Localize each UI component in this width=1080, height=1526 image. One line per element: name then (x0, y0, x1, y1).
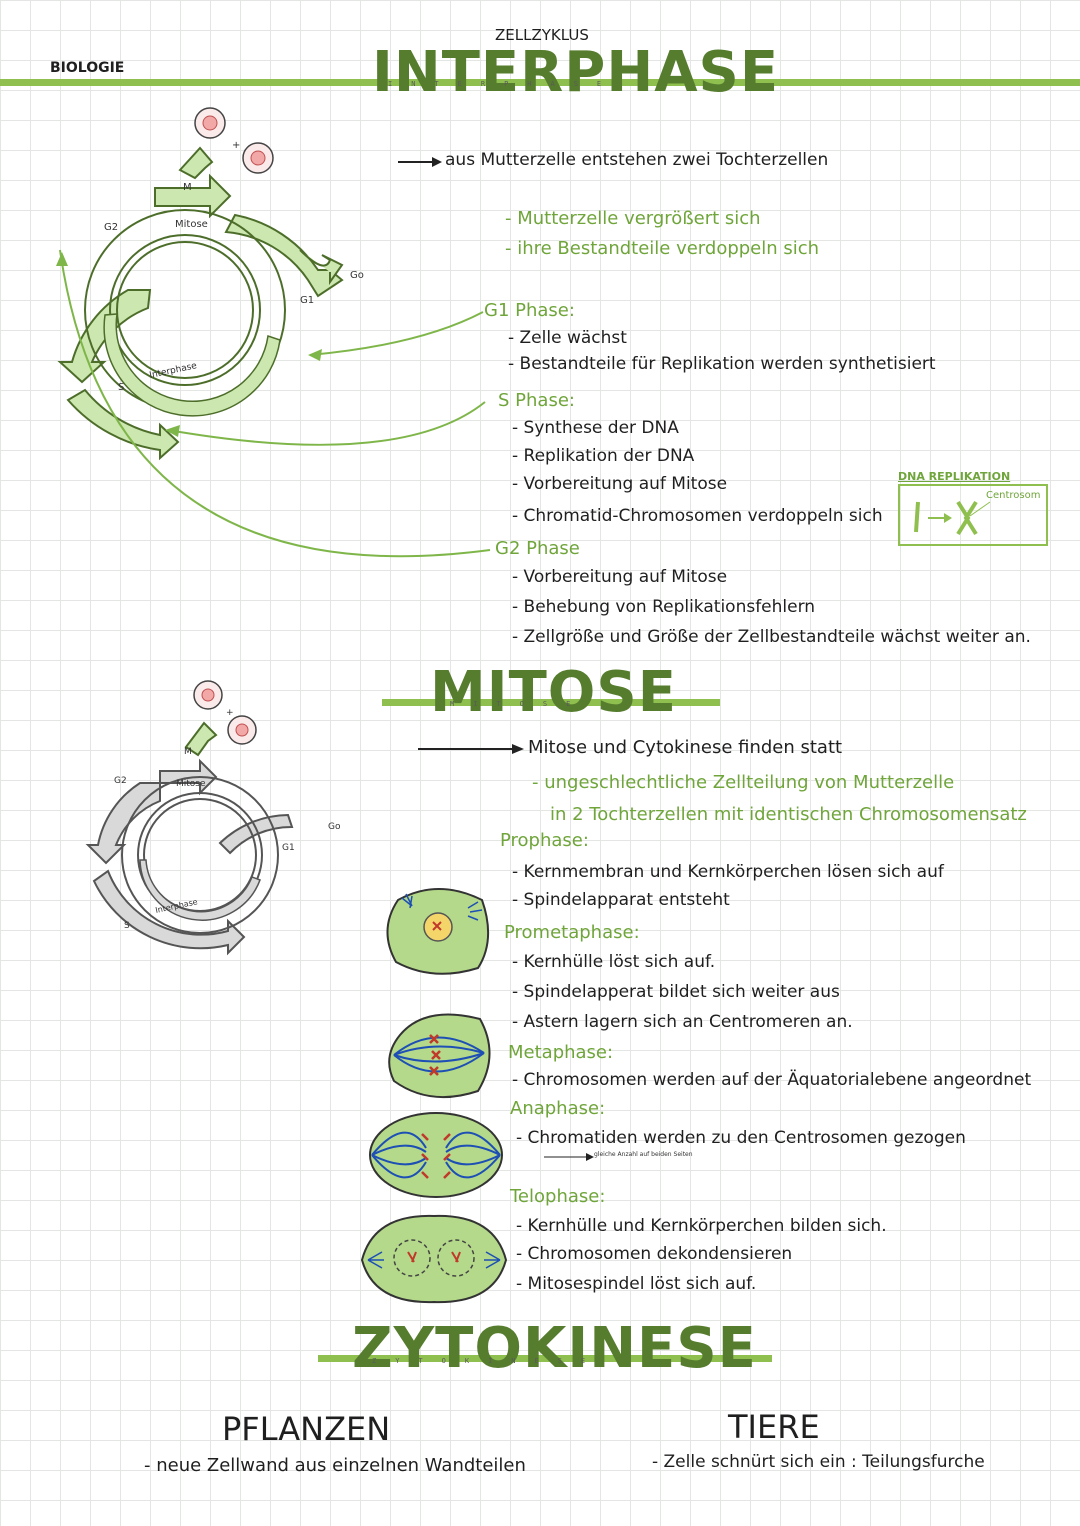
zytokinese-title: ZYTOKINESE (352, 1316, 757, 1381)
tiere-text: - Zelle schnürt sich ein : Teilungsfurch… (652, 1452, 985, 1472)
cell-cycle-diagram: M G2 Mitose G1 Go S Interphase + (57, 107, 364, 461)
dna-replication-box: Centrosom (898, 484, 1048, 546)
svg-text:Go: Go (350, 270, 364, 281)
svg-text:S: S (124, 921, 130, 931)
header-rule (0, 79, 1080, 86)
cycle-inner-ring-2 (116, 241, 254, 379)
s-item-3: - Vorbereitung auf Mitose (512, 474, 728, 494)
anaphase-note: gleiche Anzahl auf beiden Seiten (594, 1151, 693, 1158)
telophase-item-3: - Mitosespindel löst sich auf. (516, 1274, 757, 1294)
m-arrow (154, 173, 232, 219)
metaphase-item-1: - Chromosomen werden auf der Äquatoriale… (512, 1070, 1032, 1090)
svg-text:Go: Go (328, 822, 341, 832)
prometaphase-item-1: - Kernhülle löst sich auf. (512, 952, 716, 972)
svg-text:Mitose: Mitose (175, 219, 208, 230)
mitose-desc-2: in 2 Tochterzellen mit identischen Chrom… (550, 804, 1027, 825)
topic-label: ZELLZYKLUS (495, 26, 589, 44)
zytokinese-rule (318, 1355, 772, 1362)
svg-text:G2: G2 (104, 222, 118, 233)
svg-text:+: + (226, 708, 234, 718)
g1-phase-title: G1 Phase: (484, 300, 575, 321)
s-arrow (66, 388, 180, 461)
g2-phase-title: G2 Phase (495, 538, 580, 559)
svg-text:M: M (183, 182, 192, 193)
interphase-band (103, 313, 281, 417)
prophase-item-1: - Kernmembran und Kernkörperchen lösen s… (512, 862, 944, 882)
anaphase-item-1: - Chromatiden werden zu den Centrosomen … (516, 1128, 966, 1148)
mitose-intro-arrow (418, 744, 524, 754)
svg-text:G1: G1 (282, 843, 295, 853)
g2-item-2: - Behebung von Replikationsfehlern (512, 597, 816, 617)
s-item-1: - Synthese der DNA (512, 418, 679, 438)
telophase-item-1: - Kernhülle und Kernkörperchen bilden si… (516, 1216, 887, 1236)
s-phase-title: S Phase: (498, 390, 575, 411)
svg-text:S: S (118, 382, 124, 393)
s-item-2: - Replikation der DNA (512, 446, 695, 466)
g1-item-1: - Zelle wächst (508, 328, 627, 348)
prophase-title: Prophase: (500, 830, 589, 851)
svg-text:Mitose: Mitose (176, 779, 206, 789)
s-item-4: - Chromatid-Chromosomen verdoppeln sich (512, 506, 883, 526)
mitose-title: MITOSE (430, 660, 677, 725)
interphase-point-2: - ihre Bestandteile verdoppeln sich (505, 238, 820, 259)
tiere-title: TIERE (728, 1408, 820, 1446)
mitose-desc-1: - ungeschlechtliche Zellteilung von Mutt… (532, 772, 955, 793)
g2-item-3: - Zellgröße und Größe der Zellbestandtei… (512, 627, 1031, 647)
prometaphase-title: Prometaphase: (504, 922, 640, 943)
subject-label: BIOLOGIE (50, 60, 125, 76)
mitose-spaced: MITOSE (450, 700, 590, 708)
svg-text:+: + (232, 140, 240, 151)
connector-arrows (56, 249, 491, 558)
zytokinese-spaced: ZYTOKINESE (372, 1357, 605, 1365)
prophase-item-2: - Spindelapparat entsteht (512, 890, 730, 910)
division-arrow (178, 146, 214, 180)
chromosome-replication-icon (914, 500, 991, 536)
telophase-title: Telophase: (510, 1186, 606, 1207)
svg-text:M: M (184, 747, 192, 757)
pflanzen-title: PFLANZEN (222, 1410, 391, 1448)
g0-arrow (299, 249, 344, 286)
interphase-point-1: - Mutterzelle vergrößert sich (505, 208, 761, 229)
prometaphase-item-3: - Astern lagern sich an Centromeren an. (512, 1012, 853, 1032)
interphase-intro: aus Mutterzelle entstehen zwei Tochterze… (445, 150, 829, 170)
svg-text:G1: G1 (300, 295, 314, 306)
anaphase-title: Anaphase: (510, 1098, 606, 1119)
mitose-intro: Mitose und Cytokinese finden statt (528, 737, 843, 758)
g1-item-2: - Bestandteile für Replikation werden sy… (508, 354, 936, 374)
intro-arrow (398, 157, 442, 167)
mitose-rule (382, 699, 720, 706)
pflanzen-text: - neue Zellwand aus einzelnen Wandteilen (144, 1455, 526, 1476)
prometaphase-item-2: - Spindelapperat bildet sich weiter aus (512, 982, 840, 1002)
cycle-inner-ring (109, 234, 261, 386)
cell-cycle-diagram-gray: M G2 Mitose G1 Go S Interphase + (85, 680, 341, 956)
prometaphase-cell (388, 1013, 491, 1099)
telophase-item-2: - Chromosomen dekondensieren (516, 1244, 793, 1264)
telophase-cell (360, 1214, 508, 1304)
g2-item-1: - Vorbereitung auf Mitose (512, 567, 728, 587)
interphase-title: INTERPHASE (372, 40, 780, 105)
svg-text:G2: G2 (114, 776, 127, 786)
metaphase-title: Metaphase: (508, 1042, 614, 1063)
dna-replication-title: DNA REPLIKATION (898, 470, 1011, 483)
interphase-spaced: INTERPHASE (388, 80, 621, 88)
centrosom-label: Centrosom (986, 490, 1041, 501)
metaphase-anaphase-cell (369, 1112, 503, 1198)
anaphase-note-arrow (544, 1153, 594, 1161)
prophase-cell (386, 888, 490, 975)
